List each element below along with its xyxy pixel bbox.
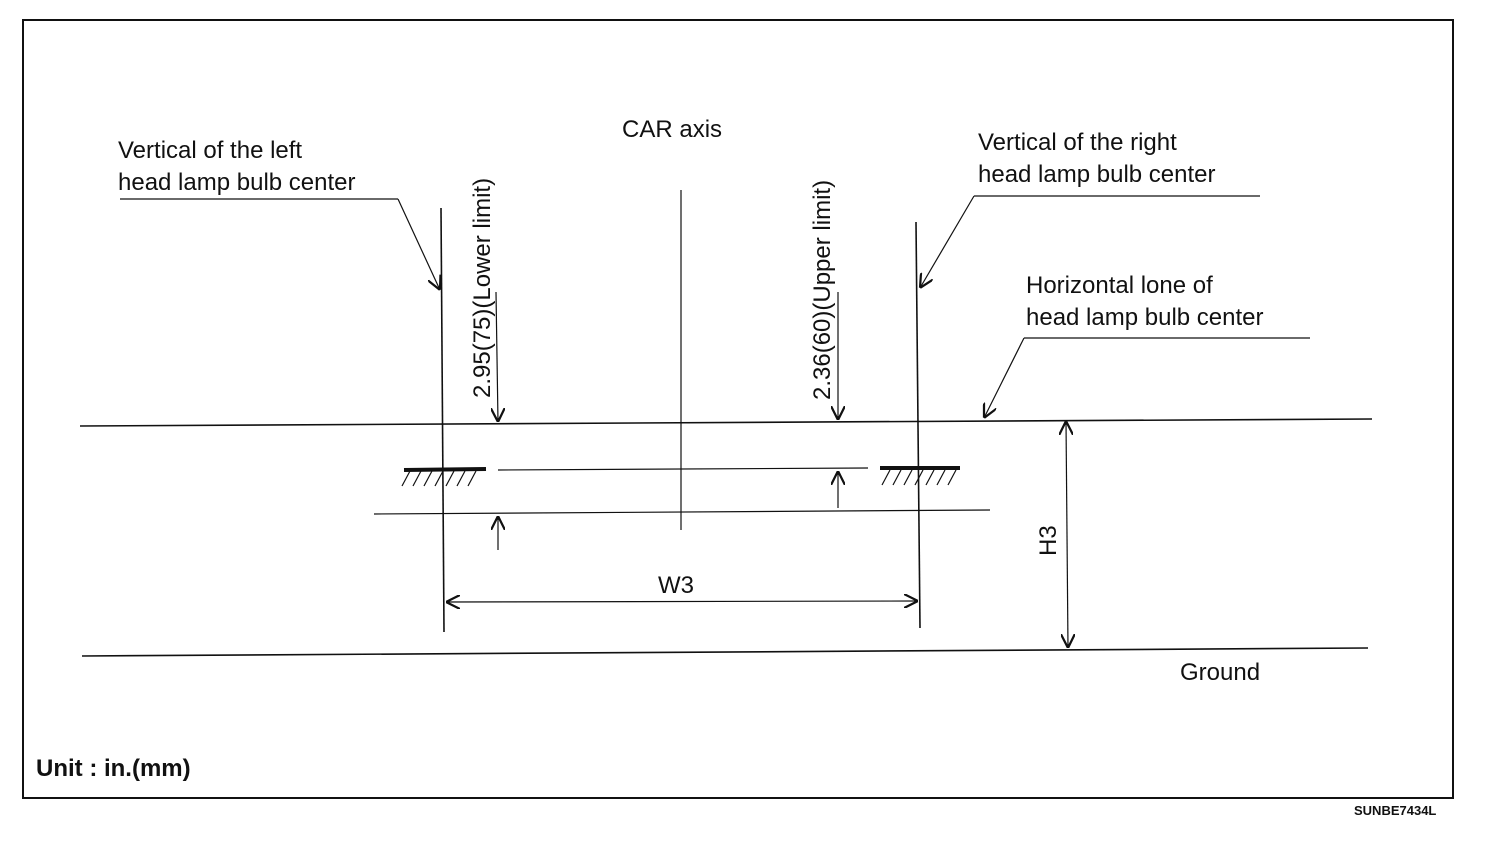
upper-limit-label: 2.36(60)(Upper limit) xyxy=(809,180,836,400)
upper-limit-line xyxy=(497,467,869,471)
right-cutoff-symbol xyxy=(880,466,960,486)
car-axis-label: CAR axis xyxy=(622,116,722,143)
horizontal-center-line xyxy=(79,418,1373,427)
w3-dimension-arrow xyxy=(446,601,918,602)
ground-label: Ground xyxy=(1180,659,1260,686)
horizontal-label-line1: Horizontal lone of xyxy=(1026,272,1213,299)
left-vertical-leader xyxy=(120,198,440,290)
right-vertical-line xyxy=(915,221,921,629)
diagram-frame xyxy=(22,19,1454,799)
left-vertical-label-line2: head lamp bulb center xyxy=(118,169,356,196)
right-vertical-label-line1: Vertical of the right xyxy=(978,129,1177,156)
w3-label: W3 xyxy=(658,572,694,599)
right-vertical-label-line2: head lamp bulb center xyxy=(978,161,1216,188)
horizontal-center-leader xyxy=(984,337,1310,418)
left-vertical-line xyxy=(440,207,445,633)
left-vertical-label-line1: Vertical of the left xyxy=(118,137,302,164)
left-cutoff-symbol xyxy=(401,467,487,487)
horizontal-label-line2: head lamp bulb center xyxy=(1026,304,1264,331)
lower-limit-line xyxy=(373,509,991,515)
lower-limit-dimension xyxy=(496,291,498,550)
h3-dimension-arrow xyxy=(1066,421,1068,648)
ground-line xyxy=(81,647,1369,657)
right-vertical-leader xyxy=(920,195,1260,288)
h3-label: H3 xyxy=(1035,525,1062,556)
unit-label: Unit : in.(mm) xyxy=(36,755,191,782)
figure-code: SUNBE7434L xyxy=(1354,803,1436,818)
lower-limit-label: 2.95(75)(Lower limit) xyxy=(469,178,496,398)
